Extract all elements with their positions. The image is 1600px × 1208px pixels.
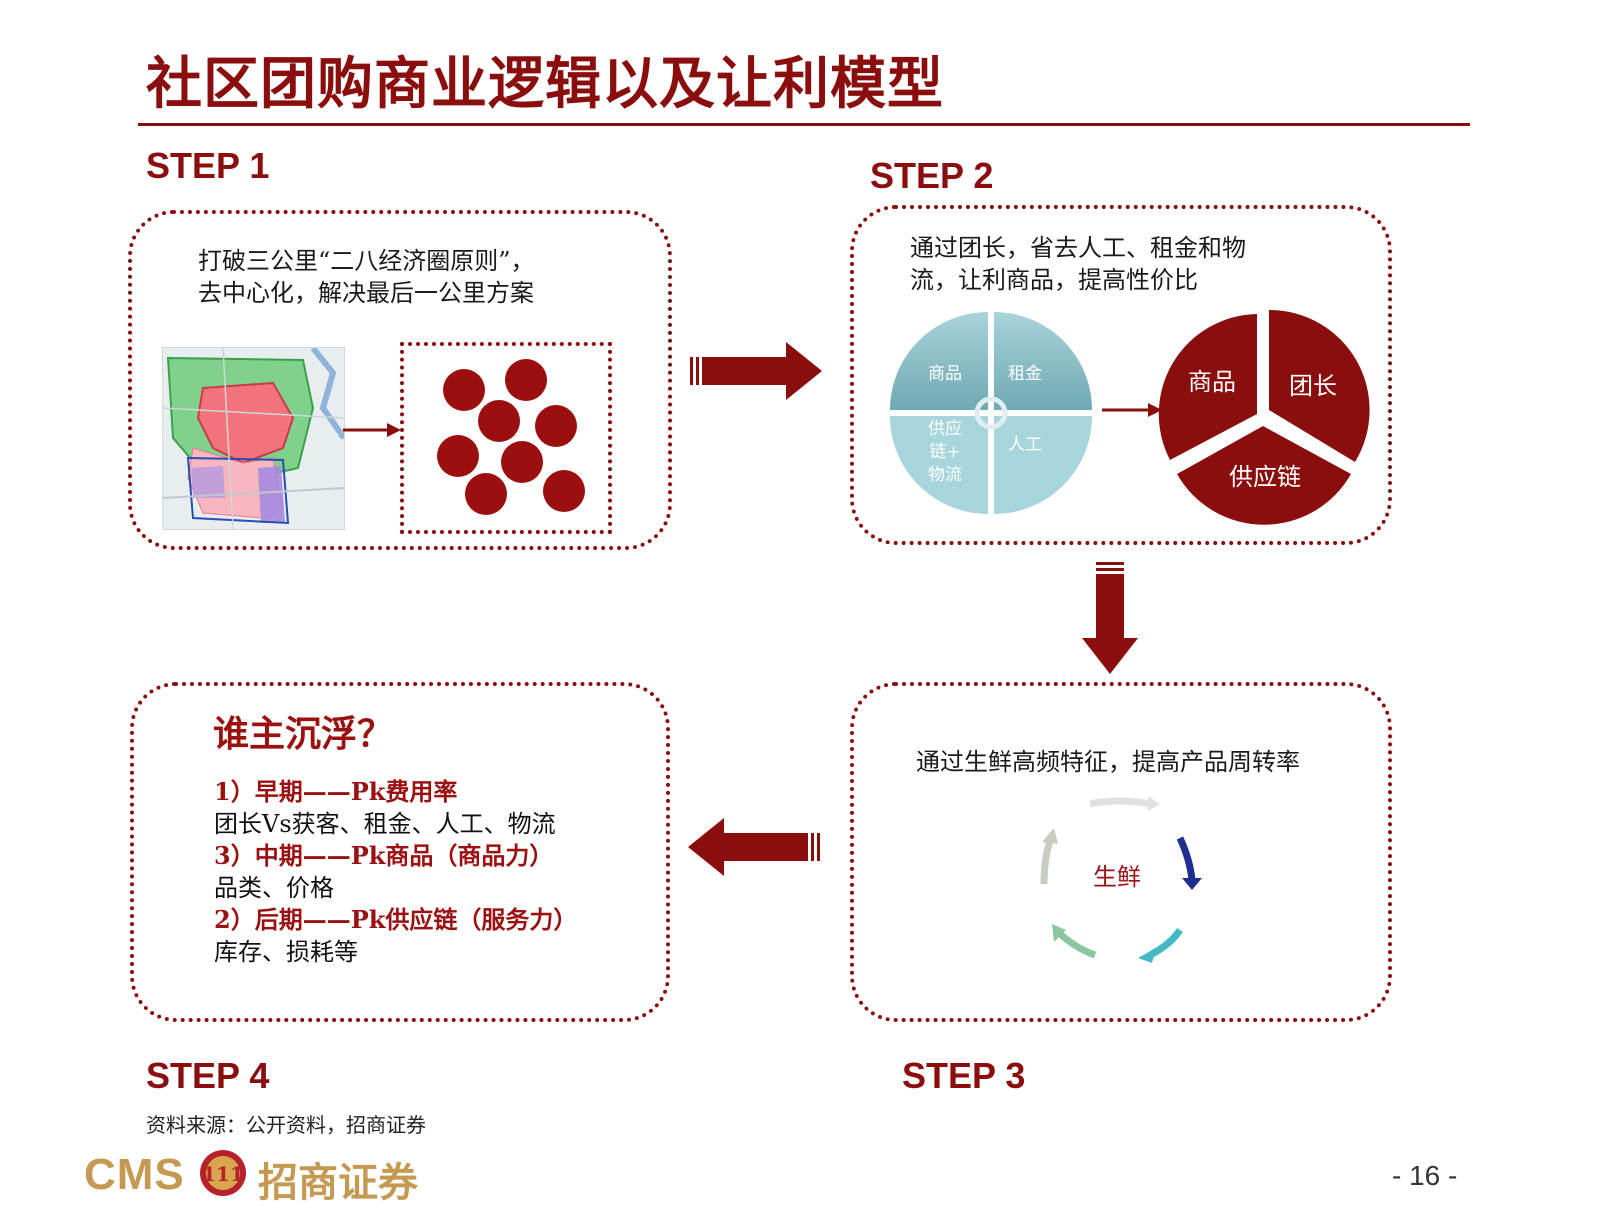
pie-label-supply: 供应链 — [1229, 463, 1301, 491]
pie-label-goods: 商品 — [1188, 368, 1236, 396]
fresh-cycle-diagram: 生鲜 — [1040, 796, 1202, 963]
pie-segment-supply — [1177, 426, 1351, 525]
step1-text-line1: 打破三公里“二八经济圈原则”， — [198, 247, 535, 275]
step2-box — [850, 205, 1392, 545]
cycle-center-label: 生鲜 — [1093, 863, 1141, 891]
arrow-left-big-icon — [688, 818, 820, 876]
step4-heading: 谁主沉浮？ — [213, 713, 394, 755]
quadrant-label-tl: 商品 — [928, 364, 962, 384]
page-title: 社区团购商业逻辑以及让利模型 — [146, 52, 944, 117]
step4-line-mid-detail: 品类、价格 — [214, 874, 334, 902]
pie-label-leader: 团长 — [1289, 372, 1337, 400]
district-map-image — [162, 347, 345, 530]
cms-logo-text: CMS — [84, 1150, 185, 1199]
quadrant-label-bl-3: 物流 — [928, 465, 962, 485]
step1-box — [128, 210, 672, 550]
title-divider — [138, 123, 1470, 126]
step3-text: 通过生鲜高频特征，提高产品周转率 — [916, 748, 1300, 776]
red-dots-icon — [437, 359, 585, 515]
step4-line-mid: 3）中期——Pk商品（商品力） — [214, 841, 554, 870]
quadrant-top-right — [994, 312, 1092, 410]
step4-list: 1）早期——Pk费用率 团长Vs获客、租金、人工、物流 3）中期——Pk商品（商… — [214, 776, 577, 968]
step2-label: STEP 2 — [870, 155, 994, 196]
step4-label: STEP 4 — [146, 1055, 270, 1096]
cycle-arrow-top — [1089, 797, 1151, 808]
arrow-right-small-icon — [343, 423, 401, 437]
arrow-right-big-icon — [690, 342, 822, 400]
quadrant-bottom-right — [994, 416, 1092, 514]
cms-emblem-icon: 111 — [200, 1150, 246, 1196]
step2-text-line1: 通过团长，省去人工、租金和物 — [910, 234, 1246, 262]
step3-label: STEP 3 — [902, 1055, 1026, 1096]
step4-line-early: 1）早期——Pk费用率 — [214, 777, 458, 806]
source-note: 资料来源：公开资料，招商证券 — [146, 1113, 426, 1137]
quadrant-label-tr: 租金 — [1008, 364, 1042, 384]
cycle-arrow-bottom-left — [1055, 929, 1097, 959]
step2-text-line2: 流，让利商品，提高性价比 — [910, 266, 1198, 294]
step4-box — [130, 682, 670, 1022]
arrow-right-step2-icon — [1102, 403, 1162, 417]
step4-line-early-detail: 团长Vs获客、租金、人工、物流 — [214, 810, 556, 838]
cycle-arrow-right — [1176, 836, 1196, 881]
quadrant-label-bl-1: 供应 — [928, 419, 962, 439]
step3-box — [850, 682, 1392, 1022]
quadrant-bottom-left — [890, 416, 988, 514]
pie-segment-goods — [1158, 314, 1257, 460]
step4-line-late-detail: 库存、损耗等 — [214, 938, 358, 966]
arrow-down-big-icon — [1082, 562, 1138, 674]
pie-segment-leader — [1269, 310, 1370, 462]
cost-quadrant-circle: 商品 租金 供应 链+ 物流 人工 — [890, 312, 1092, 514]
step4-line-late: 2）后期——Pk供应链（服务力） — [214, 905, 578, 934]
quadrant-top-left — [890, 312, 988, 410]
quadrant-label-br: 人工 — [1008, 435, 1042, 455]
decentralized-dots-box — [400, 342, 612, 534]
step1-text-line2: 去中心化，解决最后一公里方案 — [198, 279, 534, 307]
profit-pie-chart: 商品 团长 供应链 — [1158, 310, 1370, 525]
page-number: - 16 - — [1392, 1160, 1458, 1191]
svg-text:111: 111 — [202, 1162, 244, 1186]
step1-label: STEP 1 — [146, 145, 270, 186]
cycle-center-icon — [974, 396, 1008, 430]
quadrant-label-bl-2: 链+ — [929, 442, 960, 462]
brand-name: 招商证券 — [258, 1159, 418, 1206]
cycle-arrow-left — [1040, 838, 1054, 885]
